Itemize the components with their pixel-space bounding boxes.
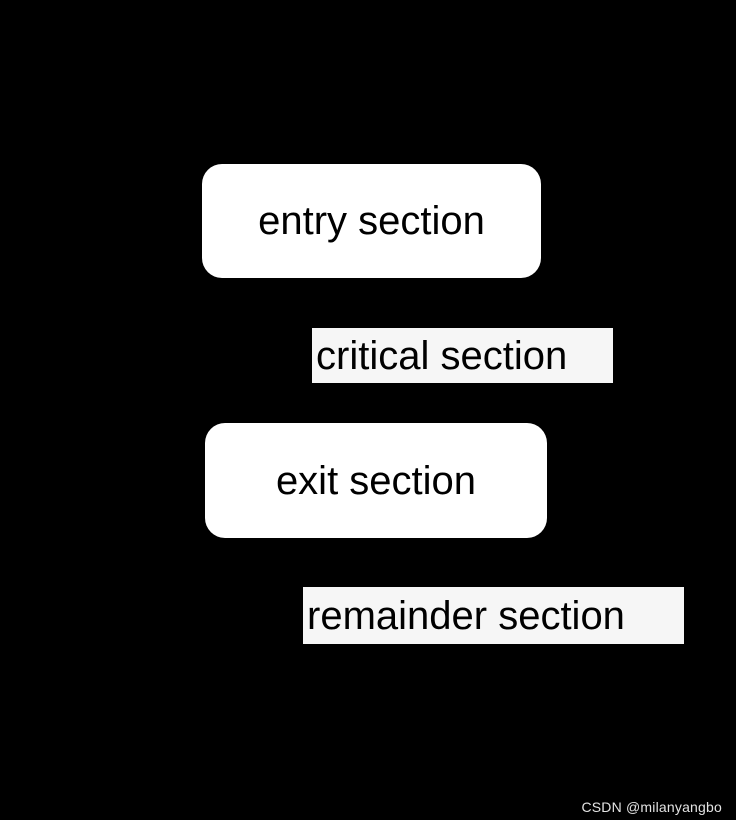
entry-section-label: entry section (258, 199, 485, 243)
exit-section-label: exit section (275, 458, 477, 503)
exit-section-box: exit section (205, 423, 547, 538)
critical-section-band: critical section (312, 328, 613, 383)
remainder-section-label: remainder section (307, 593, 625, 638)
entry-section-box: entry section (202, 164, 541, 278)
remainder-section-band: remainder section (303, 587, 684, 644)
csdn-watermark: CSDN @milanyangbo (581, 799, 722, 816)
critical-section-label: critical section (316, 333, 568, 378)
